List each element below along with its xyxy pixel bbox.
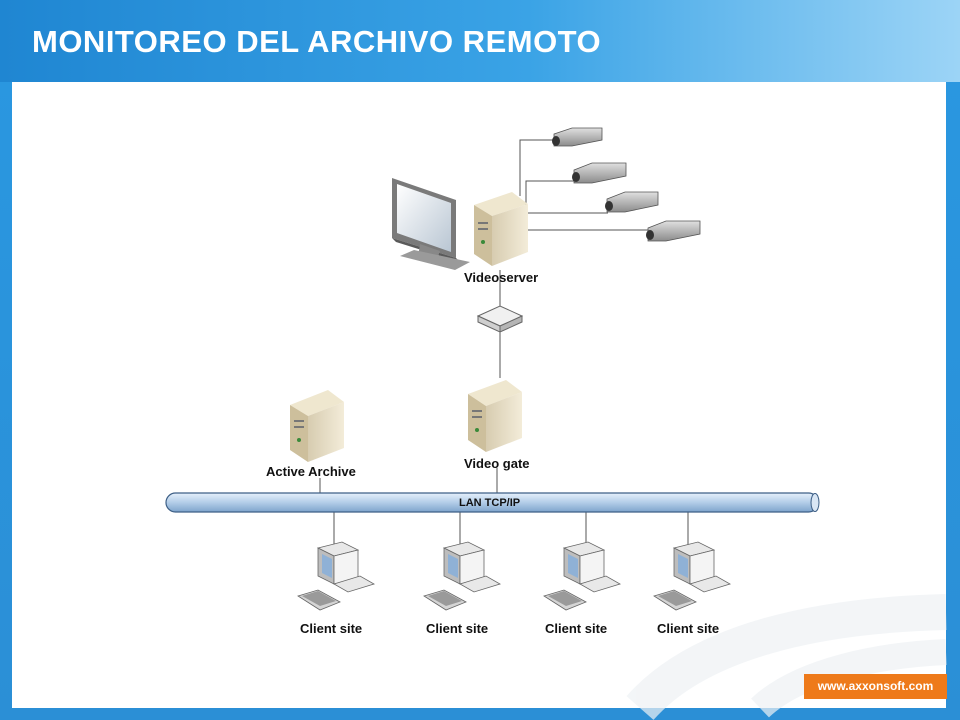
camera-icon: [605, 191, 659, 213]
page-title: MONITOREO DEL ARCHIVO REMOTO: [32, 24, 602, 59]
footer-url-badge[interactable]: www.axxonsoft.com: [804, 674, 947, 699]
monitor-icon: [392, 178, 470, 270]
client-computer-icon: [653, 541, 732, 611]
network-switch-icon: [476, 305, 524, 333]
camera-icon: [646, 220, 701, 242]
client-site-label: Client site: [545, 621, 607, 636]
client-site-label: Client site: [426, 621, 488, 636]
client-site-label: Client site: [300, 621, 362, 636]
lan-label: LAN TCP/IP: [459, 497, 520, 509]
client-site-label: Client site: [657, 621, 719, 636]
video-gate-tower-icon: [468, 380, 522, 452]
client-computer-icon: [543, 541, 622, 611]
connection-lines: [319, 139, 689, 545]
video-gate-label: Video gate: [464, 456, 530, 471]
client-computer-icon: [297, 541, 376, 611]
client-computer-icon: [423, 541, 502, 611]
decorative-swoosh: [626, 594, 947, 720]
camera-icon: [572, 162, 627, 184]
lan-bus: [165, 492, 820, 513]
header-bar: MONITOREO DEL ARCHIVO REMOTO: [0, 0, 960, 82]
videoserver-tower-icon: [474, 192, 528, 266]
camera-icon: [552, 127, 603, 147]
videoserver-label: Videoserver: [464, 270, 538, 285]
active-archive-label: Active Archive: [266, 464, 356, 479]
active-archive-tower-icon: [290, 390, 344, 462]
